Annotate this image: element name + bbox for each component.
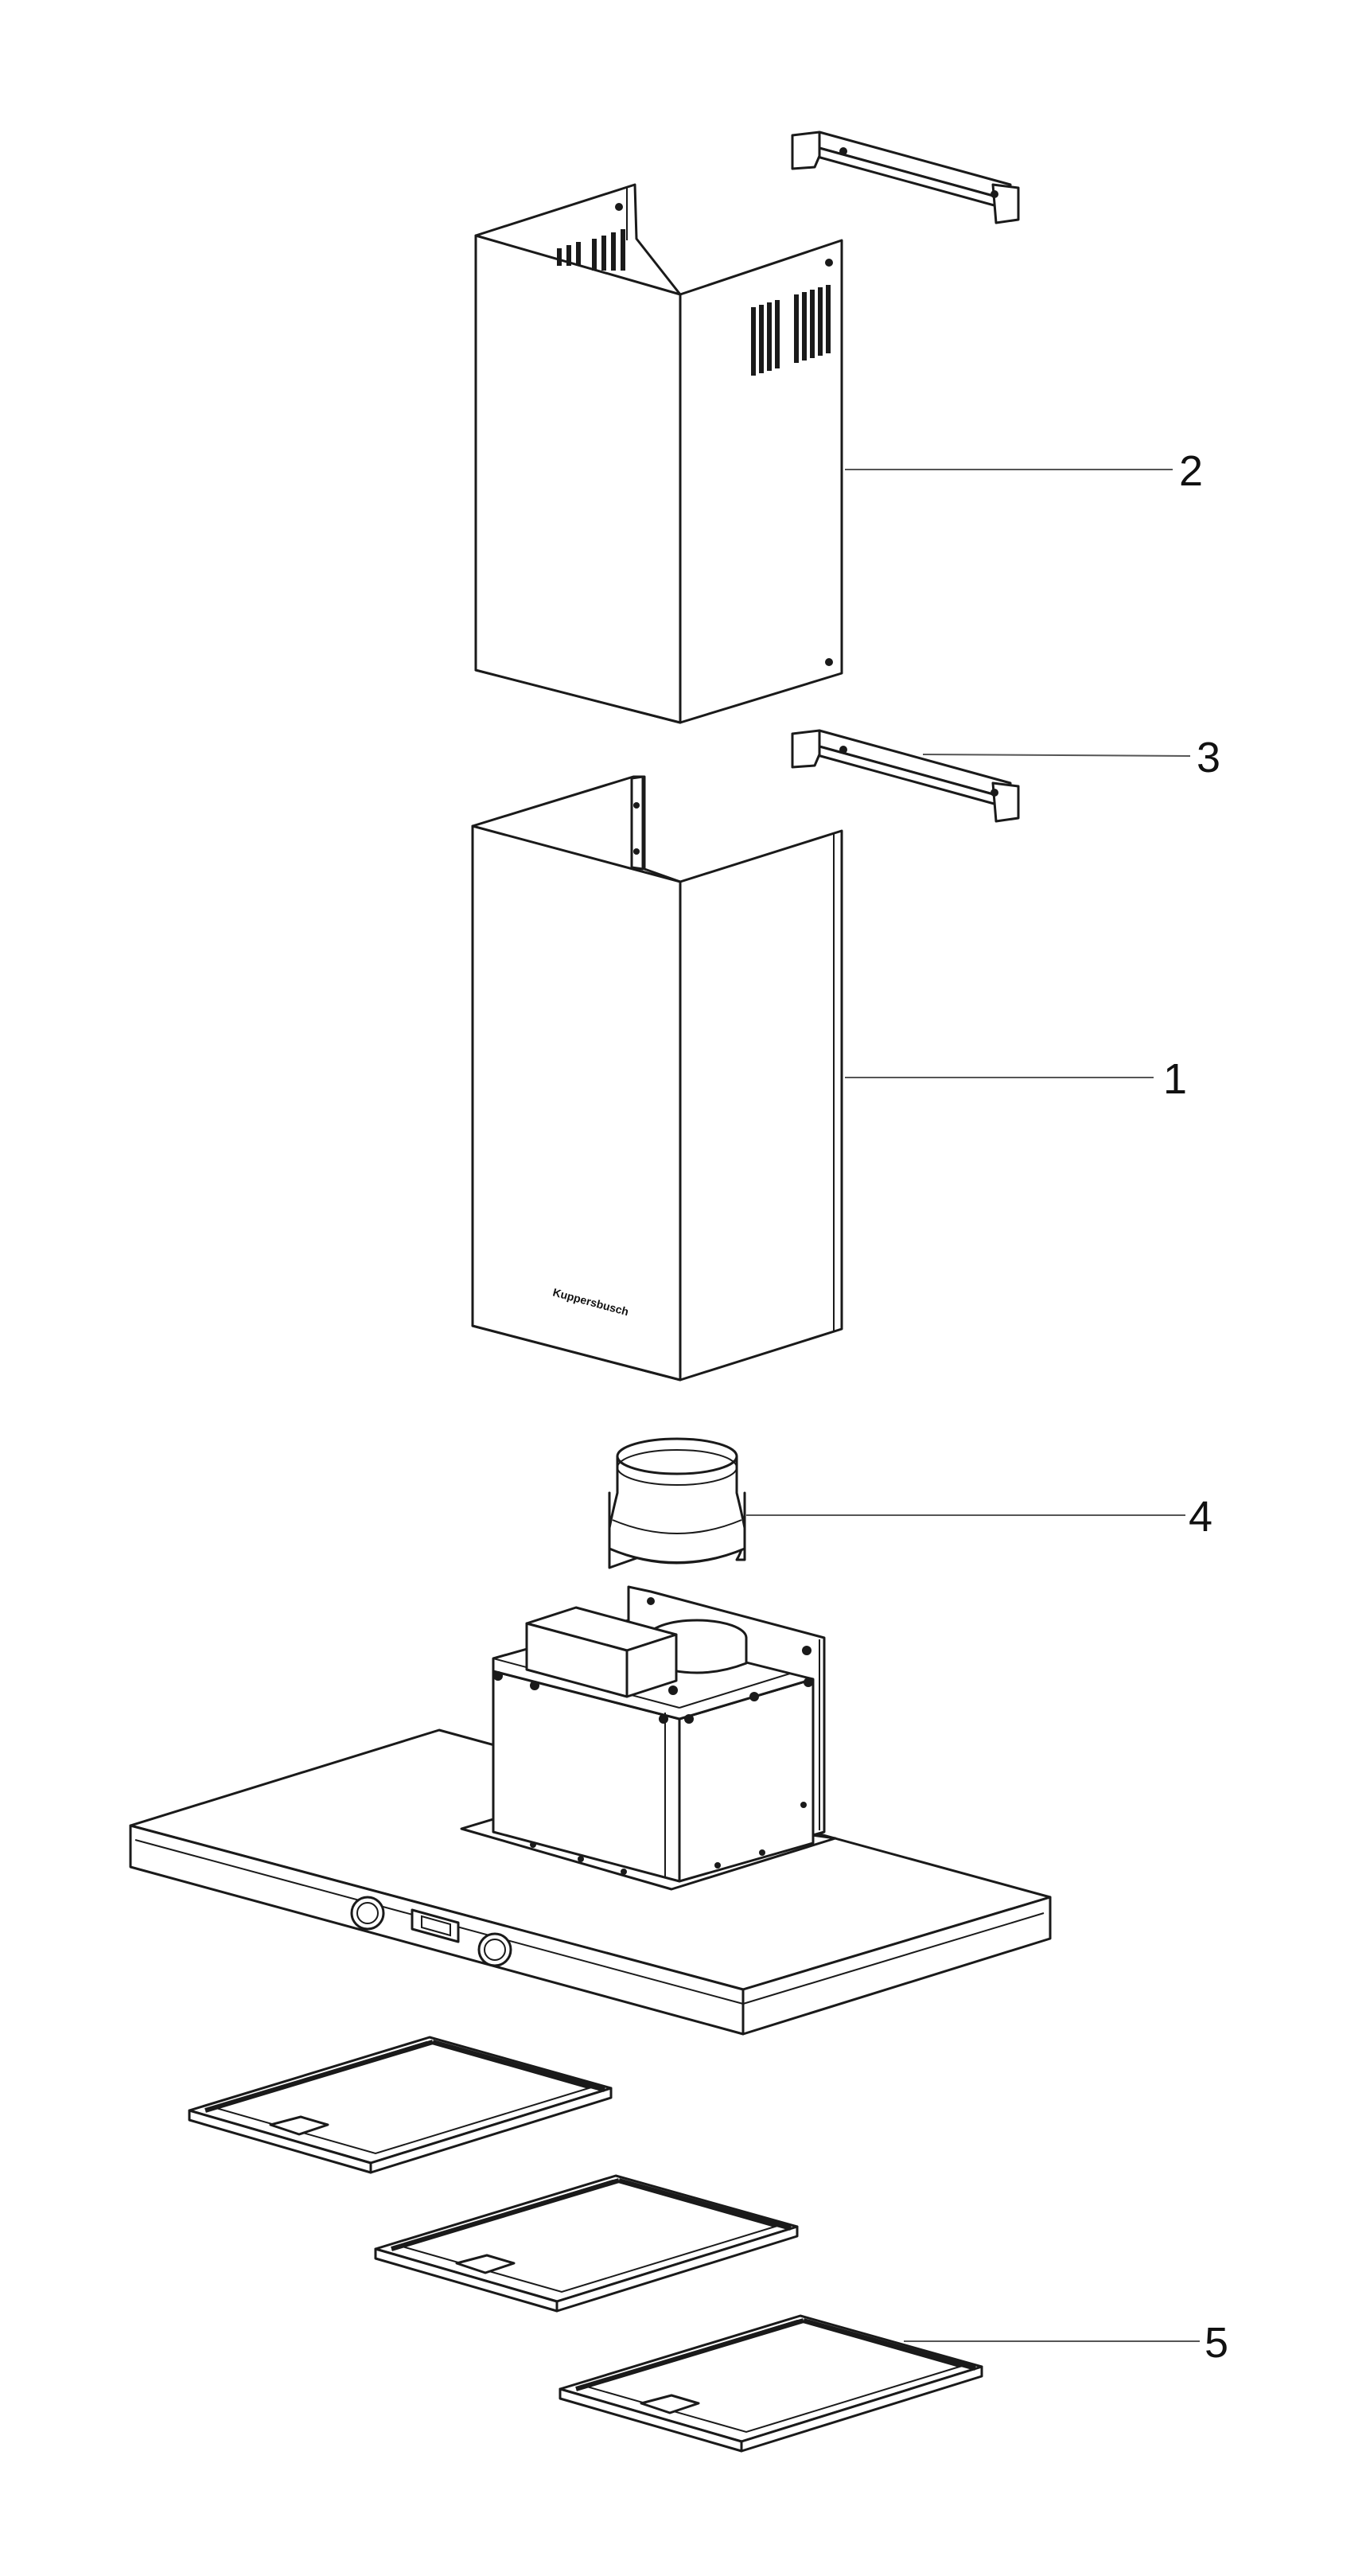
callout-label: 3 bbox=[1197, 734, 1220, 781]
grease-filter-3 bbox=[559, 2314, 983, 2453]
callout-label: 2 bbox=[1179, 447, 1203, 495]
callout-1: 1 bbox=[845, 1055, 1187, 1103]
lower-chimney-cover: Kuppersbusch bbox=[471, 775, 843, 1382]
callout-label: 5 bbox=[1205, 2319, 1228, 2367]
grease-filter-2 bbox=[374, 2174, 799, 2313]
callout-label: 1 bbox=[1163, 1055, 1187, 1103]
callout-label: 4 bbox=[1189, 1493, 1212, 1541]
callout-5: 5 bbox=[904, 2319, 1228, 2367]
upper-mounting-bracket bbox=[791, 131, 1020, 224]
callout-3: 3 bbox=[922, 734, 1220, 781]
control-panel bbox=[350, 1896, 512, 1967]
hood-body bbox=[129, 1585, 1052, 2036]
side-vent-slots bbox=[751, 285, 831, 376]
lower-mounting-bracket bbox=[791, 729, 1020, 823]
vent-slots bbox=[557, 229, 625, 271]
callout-4: 4 bbox=[746, 1493, 1212, 1541]
upper-chimney-cover bbox=[474, 183, 843, 724]
callout-2: 2 bbox=[845, 447, 1203, 495]
grease-filter-1 bbox=[188, 2036, 613, 2174]
duct-adapter-ring bbox=[608, 1437, 746, 1569]
